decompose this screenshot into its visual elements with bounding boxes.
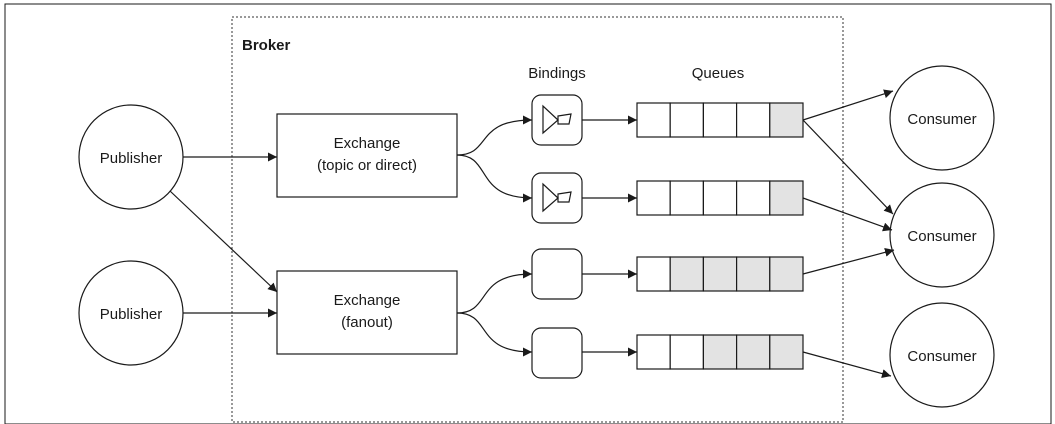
consumer-1-label: Consumer xyxy=(907,111,976,128)
publisher-2: Publisher xyxy=(78,260,184,366)
queue-slot-empty xyxy=(669,180,705,216)
queue-slot-empty xyxy=(669,334,705,370)
queue-slot-empty xyxy=(702,102,738,138)
publisher-1-label: Publisher xyxy=(100,150,163,167)
broker-boundary xyxy=(231,16,844,423)
consumer-3-label: Consumer xyxy=(907,348,976,365)
queues-group xyxy=(636,102,804,370)
arrow-queue3-consumer2 xyxy=(802,247,895,275)
binding-4 xyxy=(531,327,583,379)
arrow-exchange1-binding1 xyxy=(456,115,533,156)
arrow-queue1-consumer2 xyxy=(802,119,894,215)
queue-slot-filled xyxy=(735,334,771,370)
exchange-2-line2: (fanout) xyxy=(341,314,393,331)
binding-3 xyxy=(531,248,583,300)
queue-slot-empty xyxy=(636,256,671,292)
queue-slot-filled xyxy=(769,256,804,292)
publisher-1: Publisher xyxy=(78,104,184,210)
consumer-2-label: Consumer xyxy=(907,228,976,245)
queue-slot-filled xyxy=(769,102,804,138)
queue-1 xyxy=(636,102,804,138)
outer-frame xyxy=(4,3,1052,424)
queue-slot-empty xyxy=(636,334,671,370)
queue-slot-empty xyxy=(702,180,738,216)
queue-4 xyxy=(636,334,804,370)
queue-2 xyxy=(636,180,804,216)
queue-slot-filled xyxy=(669,256,705,292)
publisher-2-label: Publisher xyxy=(100,306,163,323)
arrow-publisher1-exchange2 xyxy=(169,190,278,293)
exchange-fanout: Exchange (fanout) xyxy=(276,270,458,355)
queue-slot-filled xyxy=(702,334,738,370)
arrow-queue2-consumer2 xyxy=(802,197,893,232)
exchange-1-line2: (topic or direct) xyxy=(317,157,417,174)
queue-slot-empty xyxy=(636,102,671,138)
queue-slot-filled xyxy=(769,334,804,370)
queue-slot-filled xyxy=(769,180,804,216)
queue-3 xyxy=(636,256,804,292)
exchange-topic-direct: Exchange (topic or direct) xyxy=(276,113,458,198)
exchange-1-line1: Exchange xyxy=(334,135,401,152)
queue-slot-empty xyxy=(735,102,771,138)
consumer-1: Consumer xyxy=(889,65,995,171)
consumer-2: Consumer xyxy=(889,182,995,288)
filter-icon xyxy=(542,104,572,135)
queue-slot-empty xyxy=(735,180,771,216)
consumer-3: Consumer xyxy=(889,302,995,408)
binding-2 xyxy=(531,172,583,224)
arrow-queue4-consumer3 xyxy=(802,351,892,378)
arrow-exchange2-binding4 xyxy=(456,312,533,357)
arrow-exchange2-binding3 xyxy=(456,269,533,314)
arrow-queue1-consumer1 xyxy=(802,89,894,121)
queues-header: Queues xyxy=(692,65,745,82)
queue-slot-empty xyxy=(669,102,705,138)
queue-slot-filled xyxy=(735,256,771,292)
exchange-2-line1: Exchange xyxy=(334,292,401,309)
filter-icon xyxy=(542,182,572,213)
binding-1 xyxy=(531,94,583,146)
queue-slot-empty xyxy=(636,180,671,216)
queue-slot-filled xyxy=(702,256,738,292)
bindings-header: Bindings xyxy=(528,65,586,82)
broker-label: Broker xyxy=(242,37,291,54)
arrow-exchange1-binding2 xyxy=(456,154,533,203)
